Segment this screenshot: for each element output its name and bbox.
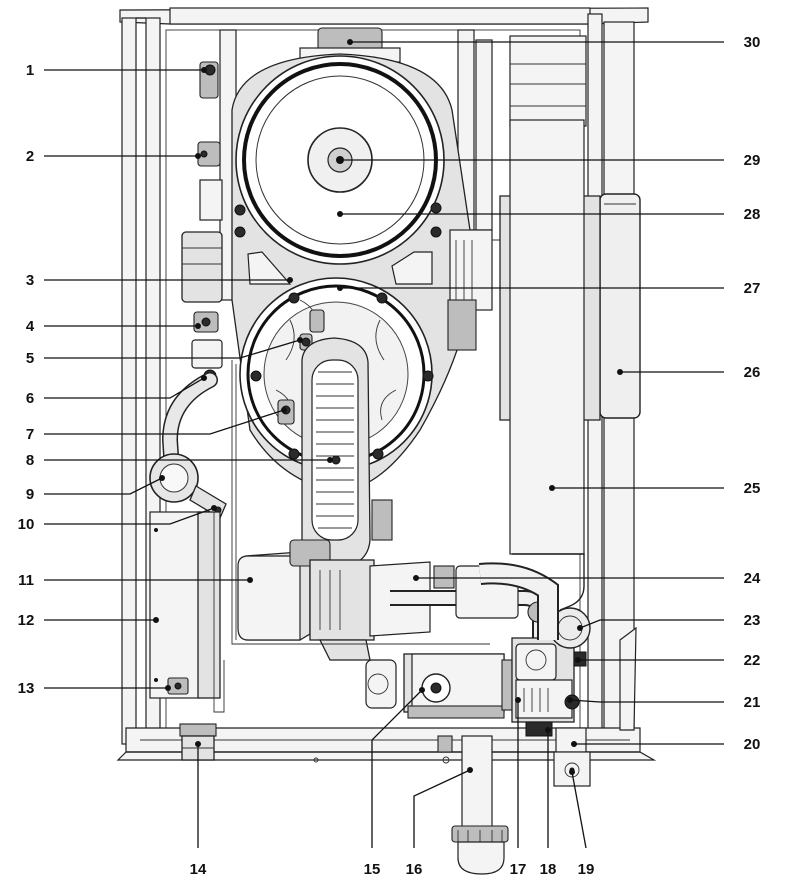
- callout-label: 30: [744, 34, 761, 51]
- bottom-fittings-right: [553, 626, 637, 787]
- callout-label: 21: [744, 694, 761, 711]
- callout-label: 24: [744, 570, 761, 587]
- callout-label: 2: [26, 148, 34, 165]
- callout-label: 1: [26, 62, 34, 79]
- callout-label: 13: [18, 680, 35, 697]
- callout-label: 25: [744, 480, 761, 497]
- condensate-drain: [437, 735, 509, 875]
- leader-lines: [44, 39, 724, 849]
- callout-label: 29: [744, 152, 761, 169]
- callout-label: 20: [744, 736, 761, 753]
- callout-label: 12: [18, 612, 35, 629]
- burner: [301, 337, 371, 569]
- callout-label: 27: [744, 280, 761, 297]
- condensate-siphon: [149, 372, 227, 519]
- callout-label: 22: [744, 652, 761, 669]
- callout-label: 10: [18, 516, 35, 533]
- callout-labels: 1 2 3 4 5 6 7 8 9 10 11 12 13 14 15 16 1…: [18, 34, 761, 878]
- callout-label: 18: [540, 861, 557, 878]
- callout-label: 7: [26, 426, 34, 443]
- callout-label: 9: [26, 486, 34, 503]
- callout-label: 3: [26, 272, 34, 289]
- callout-dots: [153, 39, 623, 775]
- gas-valve: [511, 637, 587, 737]
- callout-label: 4: [26, 318, 35, 335]
- callout-label: 15: [364, 861, 381, 878]
- callout-label: 6: [26, 390, 34, 407]
- callout-label: 14: [190, 861, 207, 878]
- callout-label: 23: [744, 612, 761, 629]
- exchanger-column: [478, 35, 601, 640]
- callout-label: 5: [26, 350, 34, 367]
- callout-label: 8: [26, 452, 34, 469]
- callout-label: 16: [406, 861, 423, 878]
- callout-label: 17: [510, 861, 527, 878]
- callout-label: 11: [18, 572, 34, 589]
- callout-label: 28: [744, 206, 761, 223]
- left-box: [149, 511, 225, 761]
- left-hydraulics: [181, 61, 223, 383]
- callout-label: 26: [744, 364, 761, 381]
- callout-label: 19: [578, 861, 595, 878]
- side-panel: [231, 229, 493, 645]
- blower: [237, 499, 397, 709]
- circulating-pump: [403, 653, 517, 719]
